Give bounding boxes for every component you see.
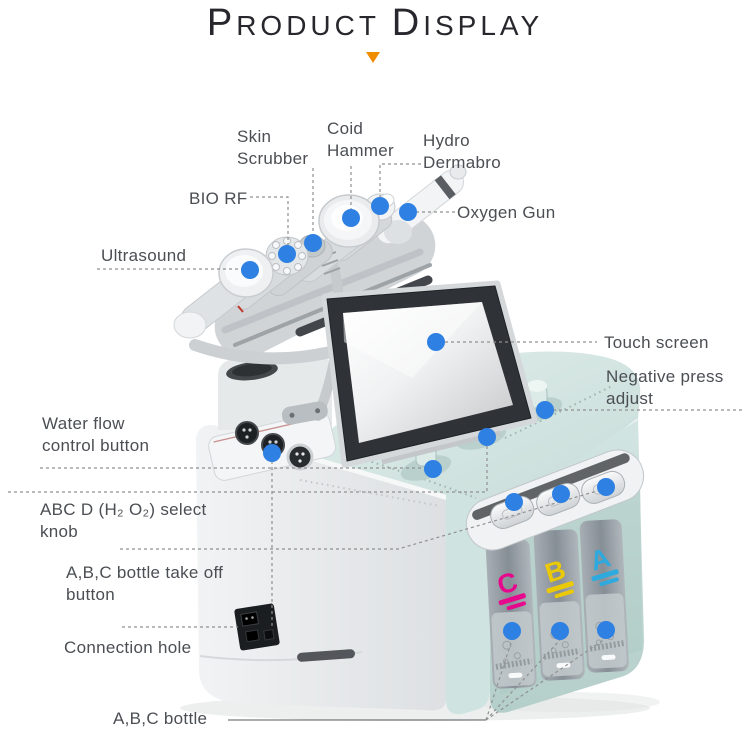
label-abc-bottle: A,B,C bottle — [113, 709, 208, 728]
marker-oxygen-gun — [399, 203, 417, 221]
label-touch-screen: Touch screen — [604, 333, 709, 352]
leader-bio-rf — [250, 196, 289, 246]
marker-touch-screen — [427, 333, 445, 351]
marker-skin-scrubber — [304, 234, 322, 252]
marker-hydro-dermabro — [371, 197, 389, 215]
triangle-down-icon — [366, 52, 380, 63]
marker-water-flow-knob — [424, 460, 442, 478]
label-oxygen-gun: Oxygen Gun — [457, 203, 556, 222]
marker-bottle-a — [597, 621, 615, 639]
oxygen-gun-handpiece — [375, 164, 467, 245]
label-bio-rf: BIO RF — [189, 189, 248, 208]
label-bottle-take-off: A,B,C bottle take off button — [66, 563, 224, 605]
label-abcd-select: ABC D (H₂ O₂) select knob — [40, 500, 207, 542]
title-initial-p: P — [206, 2, 237, 44]
marker-abcd-select-knob — [478, 428, 496, 446]
marker-bottle-button-a — [597, 478, 615, 496]
bottle-c: C — [485, 539, 537, 689]
connection-hole-port — [234, 603, 280, 651]
marker-coid-hammer — [342, 209, 360, 227]
bottle-bay: C B — [465, 449, 645, 689]
marker-bottle-c — [503, 622, 521, 640]
marker-ultrasound — [241, 261, 259, 279]
marker-bio-rf — [278, 245, 296, 263]
leader-hydro-dermabro — [379, 163, 421, 198]
marker-connection-socket — [263, 444, 281, 462]
label-connection-hole: Connection hole — [64, 638, 192, 657]
leader-lines — [8, 163, 742, 721]
label-water-flow: Water flow control button — [42, 414, 150, 456]
label-ultrasound: Ultrasound — [101, 246, 187, 265]
leader-abc-bottle-fan — [485, 638, 606, 721]
leader-bottle-take-off — [120, 488, 605, 550]
marker-bottle-button-c — [505, 493, 523, 511]
label-hydro-dermabro: Hydro Dermabro — [423, 131, 501, 173]
label-negative-press-adjust: Negative press adjust — [606, 367, 724, 409]
marker-bottle-b — [551, 622, 569, 640]
connection-socket — [235, 421, 259, 445]
ultrasound-handpiece — [173, 248, 274, 339]
label-coid-hammer: Coid Hammer — [327, 119, 394, 161]
touch-screen-panel — [321, 280, 538, 468]
label-skin-scrubber: Skin Scrubber — [237, 127, 309, 169]
marker-bottle-button-b — [552, 485, 570, 503]
connection-socket — [286, 443, 314, 471]
marker-negative-press — [536, 401, 554, 419]
bottle-a: A — [579, 519, 629, 673]
page-title: PRODUCT DISPLAY — [206, 2, 544, 44]
title-initial-d: D — [391, 2, 424, 44]
